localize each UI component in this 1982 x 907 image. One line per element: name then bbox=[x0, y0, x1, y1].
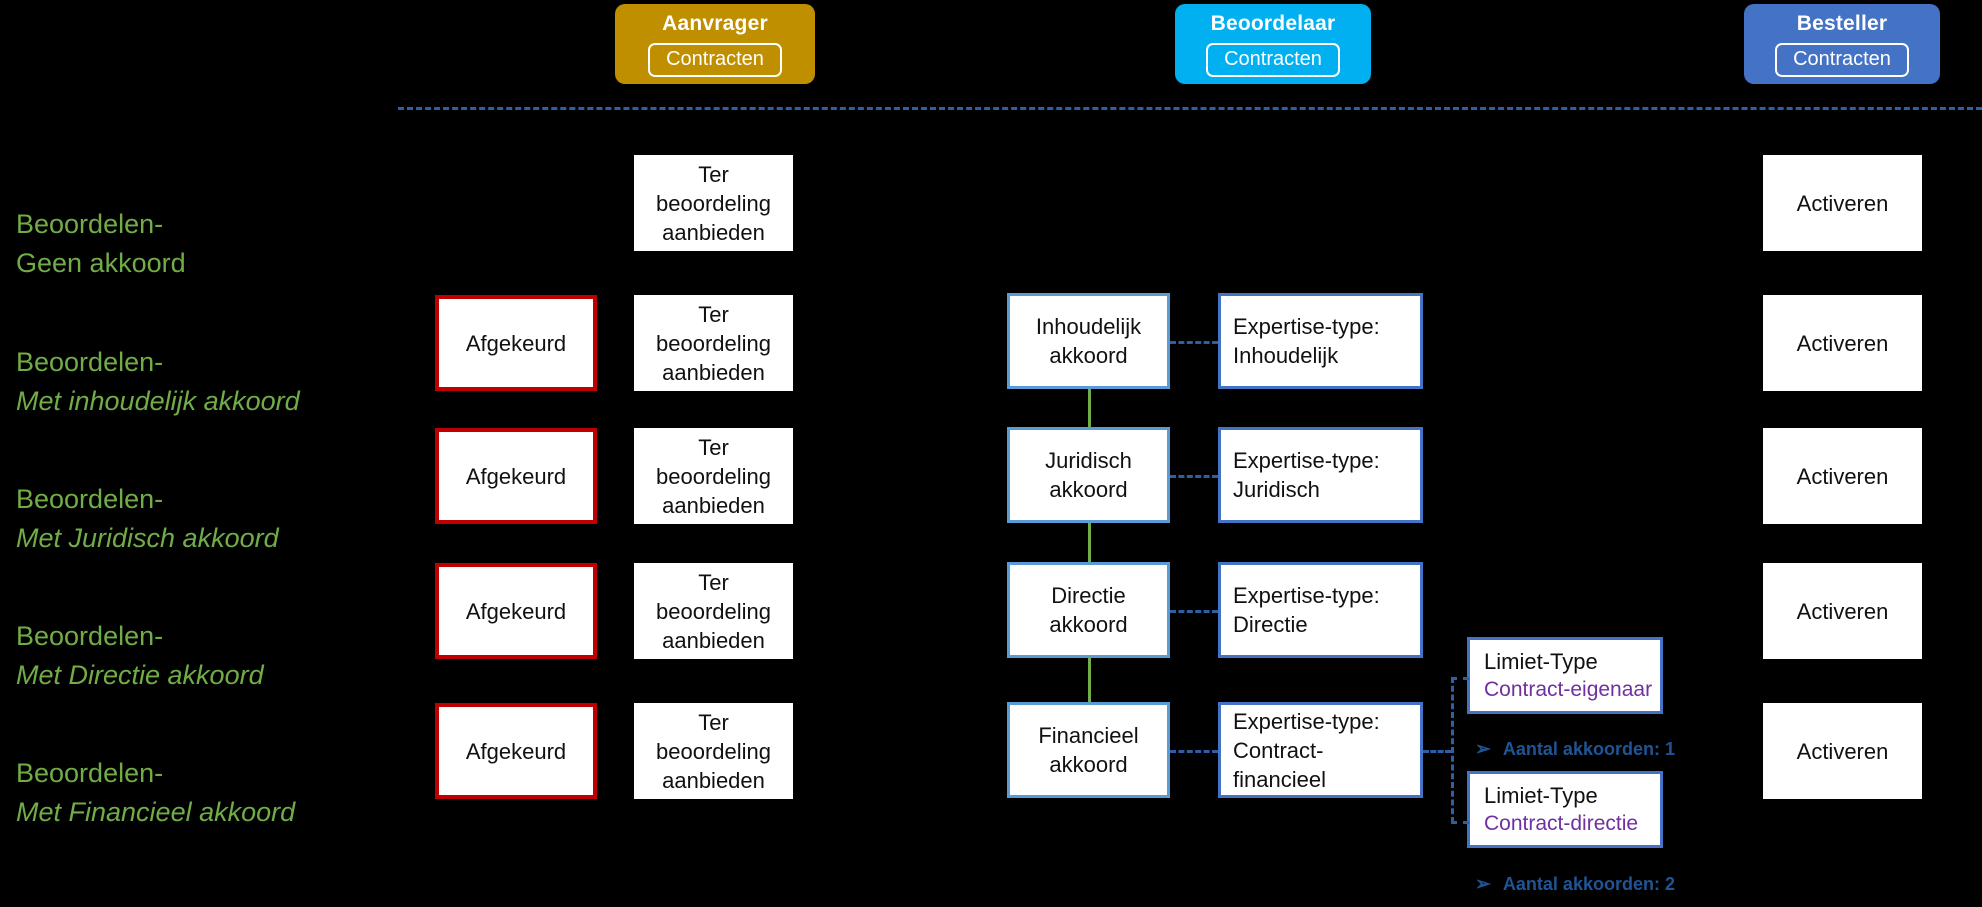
node-expertise-type-inhoudelijk[interactable]: Expertise-type: Inhoudelijk bbox=[1218, 293, 1423, 389]
row-label-directie-akkoord: Beoordelen- Met Directie akkoord bbox=[16, 617, 264, 695]
annotation-aantal-akkoorden-1: ➢ Aantal akkoorden: 1 bbox=[1475, 738, 1675, 760]
limiet-subtitle: Contract-directie bbox=[1484, 812, 1639, 835]
lane-header-beoordelaar[interactable]: Beoordelaar Contracten bbox=[1175, 4, 1371, 84]
row-label-line2: Met Directie akkoord bbox=[16, 660, 264, 690]
node-ter-beoordeling-aanbieden-5[interactable]: Ter beoordeling aanbieden bbox=[634, 703, 793, 799]
connector-limiet-bracket-top bbox=[1451, 677, 1469, 680]
node-activeren-2[interactable]: Activeren bbox=[1763, 295, 1922, 391]
row-label-line2: Met Financieel akkoord bbox=[16, 797, 296, 827]
annotation-text: Aantal akkoorden: 2 bbox=[1502, 874, 1675, 894]
row-label-line1: Beoordelen- bbox=[16, 621, 164, 651]
node-activeren-1[interactable]: Activeren bbox=[1763, 155, 1922, 251]
annotation-aantal-akkoorden-2: ➢ Aantal akkoorden: 2 bbox=[1475, 873, 1675, 895]
connector-directie-to-expertise bbox=[1170, 610, 1218, 613]
row-label-inhoudelijk-akkoord: Beoordelen- Met inhoudelijk akkoord bbox=[16, 343, 300, 421]
node-ter-beoordeling-aanbieden-3[interactable]: Ter beoordeling aanbieden bbox=[634, 428, 793, 524]
node-activeren-3[interactable]: Activeren bbox=[1763, 428, 1922, 524]
connector-inhoudelijk-to-expertise bbox=[1170, 341, 1218, 344]
limiet-subtitle: Contract-eigenaar bbox=[1484, 678, 1653, 701]
node-expertise-type-juridisch[interactable]: Expertise-type: Juridisch bbox=[1218, 427, 1423, 523]
node-juridisch-akkoord[interactable]: Juridisch akkoord bbox=[1007, 427, 1170, 523]
node-ter-beoordeling-aanbieden-1[interactable]: Ter beoordeling aanbieden bbox=[634, 155, 793, 251]
row-label-line1: Beoordelen- bbox=[16, 347, 164, 377]
connector-financieel-to-expertise bbox=[1170, 750, 1218, 753]
connector-limiet-bracket-vertical bbox=[1451, 677, 1454, 823]
connector-limiet-bracket-bottom bbox=[1451, 821, 1469, 824]
node-activeren-4[interactable]: Activeren bbox=[1763, 563, 1922, 659]
node-afgekeurd-3[interactable]: Afgekeurd bbox=[435, 563, 597, 659]
row-label-geen-akkoord: Beoordelen- Geen akkoord bbox=[16, 205, 186, 283]
row-label-line2: Met inhoudelijk akkoord bbox=[16, 386, 300, 416]
connector-expertise-to-limiet-stem bbox=[1423, 750, 1451, 753]
limiet-title: Limiet-Type bbox=[1484, 649, 1598, 674]
node-afgekeurd-2[interactable]: Afgekeurd bbox=[435, 428, 597, 524]
node-ter-beoordeling-aanbieden-4[interactable]: Ter beoordeling aanbieden bbox=[634, 563, 793, 659]
node-inhoudelijk-akkoord[interactable]: Inhoudelijk akkoord bbox=[1007, 293, 1170, 389]
node-afgekeurd-4[interactable]: Afgekeurd bbox=[435, 703, 597, 799]
lane-chip-besteller[interactable]: Contracten bbox=[1775, 43, 1909, 77]
lane-divider bbox=[398, 107, 1982, 110]
lane-title-aanvrager: Aanvrager bbox=[662, 12, 768, 35]
node-ter-beoordeling-aanbieden-2[interactable]: Ter beoordeling aanbieden bbox=[634, 295, 793, 391]
row-label-line2: Geen akkoord bbox=[16, 248, 186, 278]
node-financieel-akkoord[interactable]: Financieel akkoord bbox=[1007, 702, 1170, 798]
row-label-line2: Met Juridisch akkoord bbox=[16, 523, 279, 553]
node-limiet-type-contract-eigenaar[interactable]: Limiet-Type Contract-eigenaar bbox=[1467, 637, 1663, 714]
node-expertise-type-contract-financieel[interactable]: Expertise-type: Contract-financieel bbox=[1218, 702, 1423, 798]
row-label-line1: Beoordelen- bbox=[16, 209, 164, 239]
lane-chip-aanvrager[interactable]: Contracten bbox=[648, 43, 782, 77]
connector-juridisch-to-expertise bbox=[1170, 475, 1218, 478]
node-activeren-5[interactable]: Activeren bbox=[1763, 703, 1922, 799]
connector-juridisch-to-directie bbox=[1088, 523, 1091, 562]
lane-header-aanvrager[interactable]: Aanvrager Contracten bbox=[615, 4, 815, 84]
lane-header-besteller[interactable]: Besteller Contracten bbox=[1744, 4, 1940, 84]
node-afgekeurd-1[interactable]: Afgekeurd bbox=[435, 295, 597, 391]
node-limiet-type-contract-directie[interactable]: Limiet-Type Contract-directie bbox=[1467, 771, 1663, 848]
annotation-text: Aantal akkoorden: 1 bbox=[1502, 739, 1675, 759]
lane-title-beoordelaar: Beoordelaar bbox=[1210, 12, 1336, 35]
bullet-arrow-icon: ➢ bbox=[1475, 738, 1491, 760]
lane-chip-beoordelaar[interactable]: Contracten bbox=[1206, 43, 1340, 77]
connector-directie-to-financieel bbox=[1088, 658, 1091, 702]
row-label-financieel-akkoord: Beoordelen- Met Financieel akkoord bbox=[16, 754, 295, 832]
row-label-juridisch-akkoord: Beoordelen- Met Juridisch akkoord bbox=[16, 480, 279, 558]
limiet-title: Limiet-Type bbox=[1484, 783, 1598, 808]
node-expertise-type-directie[interactable]: Expertise-type: Directie bbox=[1218, 562, 1423, 658]
bullet-arrow-icon: ➢ bbox=[1475, 873, 1491, 895]
connector-inhoudelijk-to-juridisch bbox=[1088, 389, 1091, 427]
row-label-line1: Beoordelen- bbox=[16, 484, 164, 514]
node-directie-akkoord[interactable]: Directie akkoord bbox=[1007, 562, 1170, 658]
lane-title-besteller: Besteller bbox=[1796, 12, 1888, 35]
row-label-line1: Beoordelen- bbox=[16, 758, 164, 788]
